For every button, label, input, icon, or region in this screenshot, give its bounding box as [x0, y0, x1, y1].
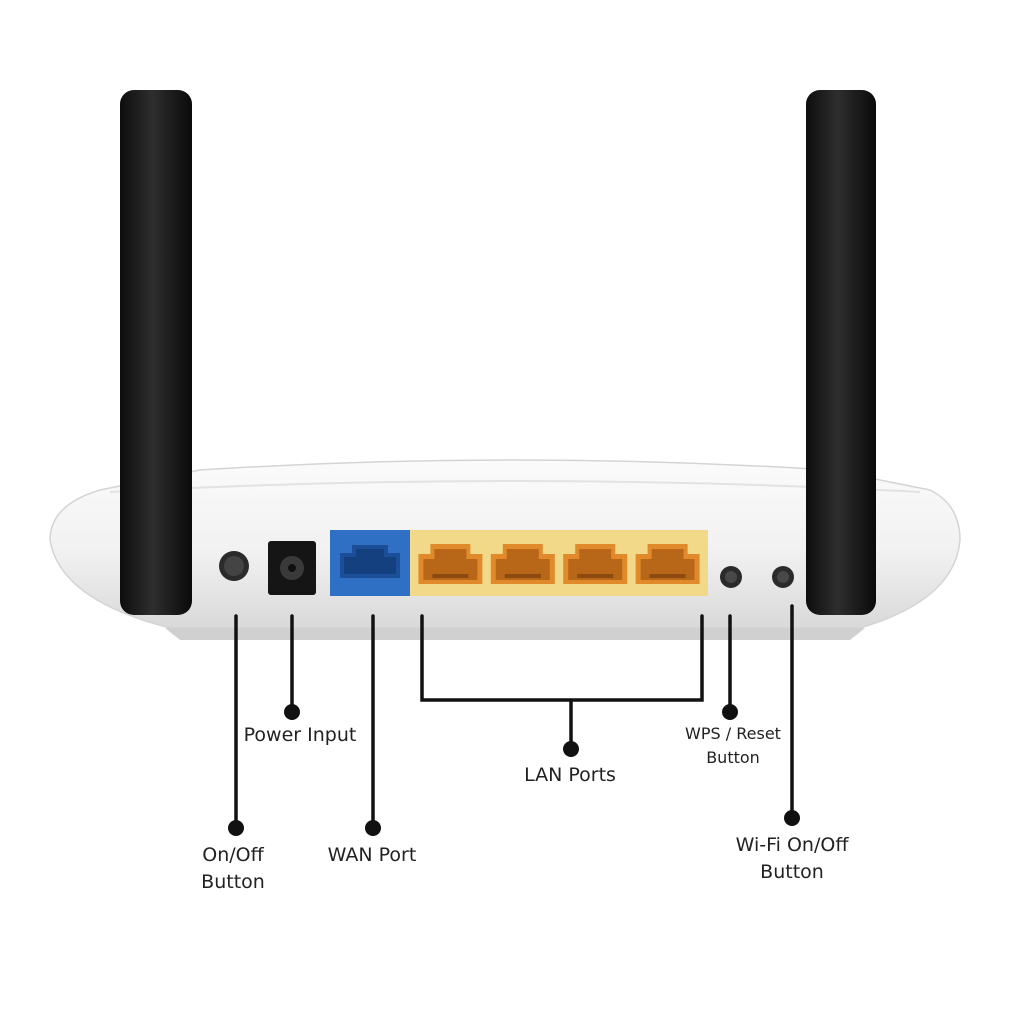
wps-reset-button [720, 566, 742, 588]
right-antenna [806, 90, 876, 615]
left-antenna [120, 90, 192, 615]
power-input-label-text: Power Input [243, 724, 357, 746]
lan-ports-callout-dot [563, 741, 579, 757]
wps-reset-label-line2: Button [706, 748, 760, 767]
wifi-on-off-button [772, 566, 794, 588]
power-input-jack [268, 541, 316, 595]
wifi-on-off-label-line1: Wi-Fi On/Off [735, 834, 849, 856]
wan-port [330, 530, 410, 596]
on-off-label-line2: Button [201, 871, 265, 893]
wifi-on-off-label: Wi-Fi On/Off Button [716, 832, 868, 886]
lan-port-4 [635, 544, 700, 584]
wps-reset-label-line1: WPS / Reset [685, 724, 781, 743]
wps-reset-callout-dot [722, 704, 738, 720]
callout-lines [234, 604, 794, 830]
power-input-callout-dot [284, 704, 300, 720]
router-bottom-shadow [165, 628, 865, 640]
wan-port-label-text: WAN Port [327, 844, 417, 866]
lan-port-1 [418, 544, 483, 584]
wifi-callout-dot [784, 810, 800, 826]
lan-port-2 [490, 544, 555, 584]
on-off-label-line1: On/Off [202, 844, 264, 866]
wifi-on-off-label-line2: Button [760, 861, 824, 883]
lan-ports-group [418, 544, 700, 584]
on-off-button [219, 551, 249, 581]
wps-reset-label: WPS / Reset Button [668, 722, 798, 770]
lan-ports-label: LAN Ports [505, 762, 635, 789]
lan-ports-label-text: LAN Ports [524, 764, 616, 786]
lan-ports-callout-bracket [420, 614, 704, 702]
wan-port-callout-dot [365, 820, 381, 836]
wan-port-label: WAN Port [310, 842, 434, 869]
callout-dots [228, 704, 800, 836]
on-off-label: On/Off Button [178, 842, 288, 896]
lan-port-3 [563, 544, 628, 584]
router-top-ridge [109, 480, 921, 493]
on-off-callout-dot [228, 820, 244, 836]
power-input-label: Power Input [230, 722, 370, 749]
